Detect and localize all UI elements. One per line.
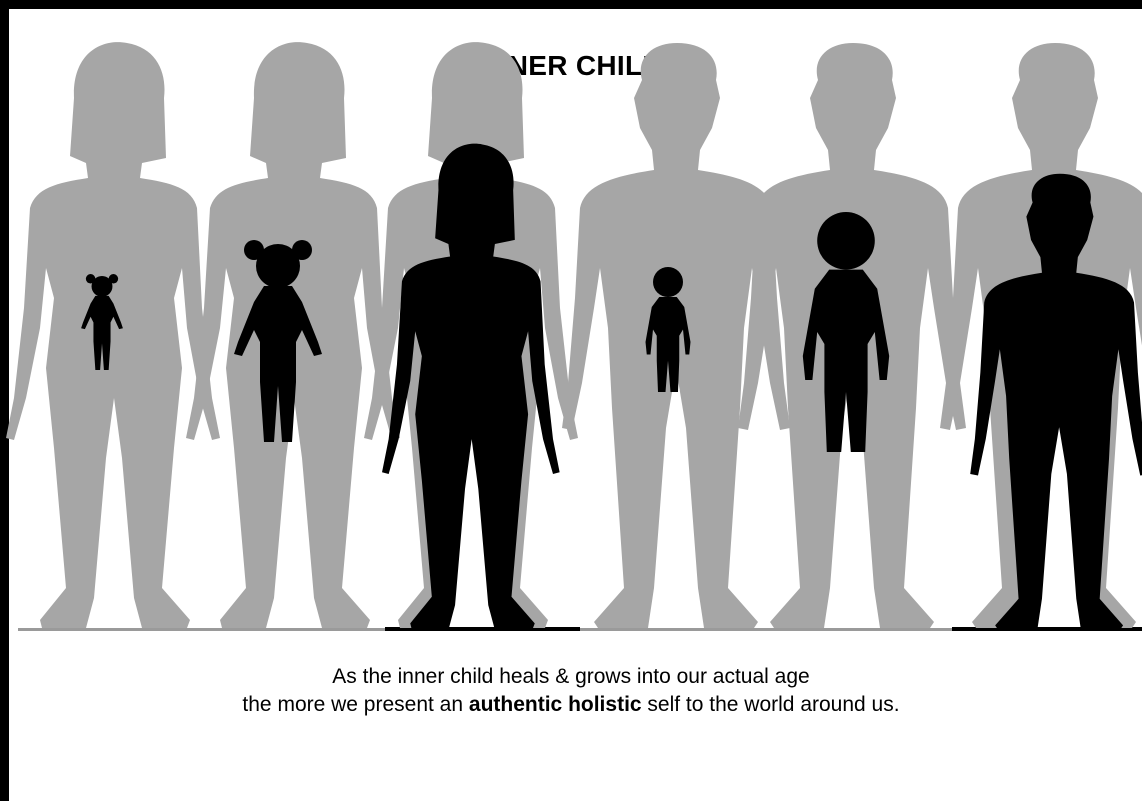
caption-line-2-start: the more we present an bbox=[242, 693, 468, 716]
caption-line-1: As the inner child heals & grows into ou… bbox=[0, 663, 1142, 691]
caption-line-2-end: self to the world around us. bbox=[642, 693, 900, 716]
adult-female-silhouette-1 bbox=[6, 42, 220, 628]
caption-emphasis: authentic holistic bbox=[469, 693, 642, 716]
caption-line-2: the more we present an authentic holisti… bbox=[0, 691, 1142, 719]
caption: As the inner child heals & grows into ou… bbox=[0, 663, 1142, 719]
